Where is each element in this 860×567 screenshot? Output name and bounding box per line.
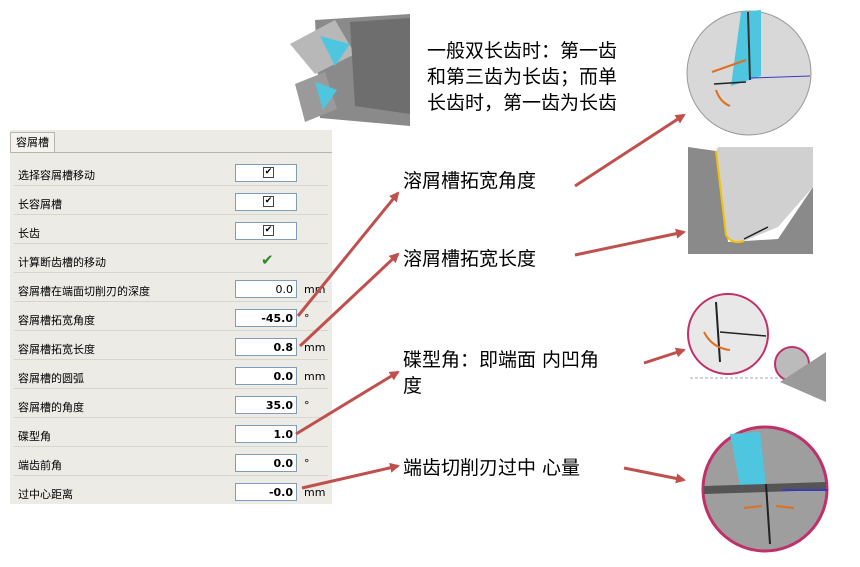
center-distance-note: 端齿切削刃过中 心量 xyxy=(403,457,581,479)
dish-angle-note-line2: 度 xyxy=(403,375,423,397)
unit-label: ° xyxy=(304,312,310,325)
end-rake-angle-input[interactable]: 0.0 xyxy=(235,454,297,472)
checkmark-icon[interactable]: ✔ xyxy=(261,251,274,269)
widen-length-input[interactable]: 0.8 xyxy=(235,338,297,356)
dish-angle-input[interactable]: 1.0 xyxy=(235,425,297,443)
row-separator xyxy=(14,388,328,389)
unit-label: mm xyxy=(304,283,326,296)
row-end-rake-angle: 端齿前角 0.0 ° xyxy=(14,451,328,476)
tool-3d-thumbnail xyxy=(290,14,410,126)
checkbox-select-flute-move[interactable]: ✔ xyxy=(263,167,274,178)
row-label: 容屑槽拓宽长度 xyxy=(18,343,95,356)
row-label: 容屑槽的圆弧 xyxy=(18,372,84,385)
row-label: 容屑槽在端面切削刃的深度 xyxy=(18,285,150,298)
row-label: 计算断齿槽的移动 xyxy=(18,256,106,269)
widen-angle-detail xyxy=(688,147,813,254)
arrow-to-widen-length-detail xyxy=(574,228,686,257)
checkbox-field[interactable]: ✔ xyxy=(235,164,297,182)
dish-angle-note: 碟型角：即端面 内凹角 度 xyxy=(403,347,599,399)
center-distance-input[interactable]: -0.0 xyxy=(235,483,297,501)
row-flute-angle: 容屑槽的角度 35.0 ° xyxy=(14,393,328,418)
widen-angle-note: 溶屑槽拓宽角度 xyxy=(403,170,537,192)
field-value[interactable]: 0.8 xyxy=(273,341,294,354)
unit-label: ° xyxy=(304,399,310,412)
unit-label: mm xyxy=(304,341,326,354)
long-tooth-note-line3: 长齿时，第一齿为长齿 xyxy=(427,92,618,114)
field-value[interactable]: 0.0 xyxy=(275,283,294,296)
row-label: 碟型角 xyxy=(18,430,51,443)
checkbox-field[interactable]: ✔ xyxy=(235,193,297,211)
row-separator xyxy=(14,272,328,273)
dish-angle-detail xyxy=(687,293,826,402)
flute-arc-input[interactable]: 0.0 xyxy=(235,367,297,385)
row-separator xyxy=(14,301,328,302)
row-separator xyxy=(14,446,328,447)
row-separator xyxy=(14,475,328,476)
long-tooth-note-line2: 和第三齿为长齿；而单 xyxy=(427,66,618,88)
row-label: 长齿 xyxy=(18,227,40,240)
row-widen-angle: 容屑槽拓宽角度 -45.0 ° xyxy=(14,306,328,331)
arrow-to-center-note xyxy=(301,462,400,490)
row-center-distance: 过中心距离 -0.0 mm xyxy=(14,480,325,505)
arrow-to-dish-angle-detail xyxy=(643,347,686,365)
arrow-to-center-detail xyxy=(623,466,686,484)
row-separator xyxy=(14,359,328,360)
field-value[interactable]: 1.0 xyxy=(273,428,294,441)
row-dish-angle: 碟型角 1.0 xyxy=(14,422,328,447)
center-distance-detail xyxy=(701,425,829,553)
long-tooth-note: 一般双长齿时：第一齿 和第三齿为长齿；而单 长齿时，第一齿为长齿 xyxy=(427,38,617,116)
unit-label: ° xyxy=(304,457,310,470)
row-label: 容屑槽拓宽角度 xyxy=(18,314,95,327)
tab-divider xyxy=(10,152,332,153)
field-value[interactable]: -45.0 xyxy=(261,312,293,325)
row-flute-depth: 容屑槽在端面切削刃的深度 0.0 mm xyxy=(14,277,328,302)
row-label: 选择容屑槽移动 xyxy=(18,169,95,182)
arrow-to-widen-length-note xyxy=(298,252,400,348)
row-long-tooth: 长齿 ✔ xyxy=(14,219,328,244)
row-long-flute: 长容屑槽 ✔ xyxy=(14,190,328,215)
checkbox-long-flute[interactable]: ✔ xyxy=(263,196,274,207)
row-select-flute-move: 选择容屑槽移动 ✔ xyxy=(14,161,328,186)
flute-angle-input[interactable]: 35.0 xyxy=(235,396,297,414)
row-label: 容屑槽的角度 xyxy=(18,401,84,414)
row-separator xyxy=(14,330,328,331)
widen-angle-input[interactable]: -45.0 xyxy=(235,309,297,327)
arrow-to-long-tooth-detail xyxy=(574,113,686,188)
field-value[interactable]: 35.0 xyxy=(265,399,293,412)
widen-length-note: 溶屑槽拓宽长度 xyxy=(403,248,537,270)
long-tooth-detail xyxy=(686,10,812,136)
unit-label: mm xyxy=(304,486,326,499)
field-value[interactable]: -0.0 xyxy=(268,486,293,499)
checkbox-long-tooth[interactable]: ✔ xyxy=(263,225,274,236)
row-separator xyxy=(14,185,328,186)
arrow-to-widen-angle-note xyxy=(296,191,400,317)
checkbox-field[interactable]: ✔ xyxy=(235,222,297,240)
row-label: 过中心距离 xyxy=(18,488,73,501)
arrow-to-dish-angle-note xyxy=(295,370,400,436)
field-value[interactable]: 0.0 xyxy=(273,370,294,383)
row-separator xyxy=(14,243,328,244)
flute-depth-input[interactable]: 0.0 xyxy=(235,280,297,298)
row-calc-break-flute: 计算断齿槽的移动 ✔ xyxy=(14,248,328,273)
long-tooth-note-line1: 一般双长齿时：第一齿 xyxy=(427,40,618,62)
row-widen-length: 容屑槽拓宽长度 0.8 mm xyxy=(14,335,328,360)
unit-label: mm xyxy=(304,370,326,383)
row-separator xyxy=(14,417,328,418)
row-label: 端齿前角 xyxy=(18,459,62,472)
row-flute-arc: 容屑槽的圆弧 0.0 mm xyxy=(14,364,328,389)
row-separator xyxy=(14,214,328,215)
field-value[interactable]: 0.0 xyxy=(273,457,294,470)
tab-flute[interactable]: 容屑槽 xyxy=(10,132,55,153)
dish-angle-note-line1: 碟型角：即端面 内凹角 xyxy=(403,349,600,371)
row-label: 长容屑槽 xyxy=(18,198,62,211)
